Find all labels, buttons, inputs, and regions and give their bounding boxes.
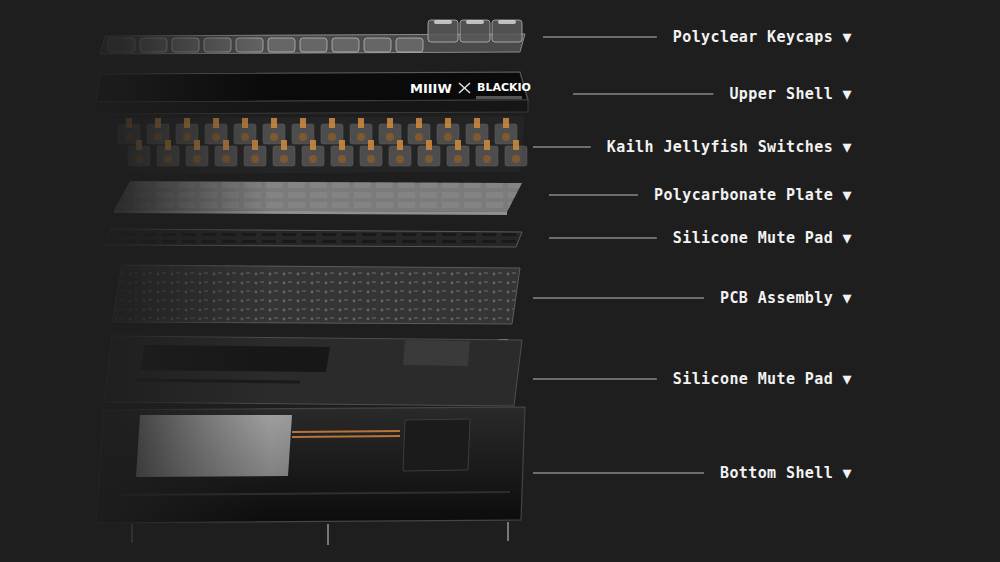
keycap bbox=[268, 38, 295, 52]
switch-spring bbox=[367, 155, 375, 163]
keycap-highlight bbox=[498, 20, 516, 24]
part-label: Silicone Mute Pad ▼ bbox=[673, 370, 852, 388]
leader-line bbox=[533, 147, 591, 148]
shell-mount bbox=[403, 419, 470, 471]
part-label: Silicone Mute Pad ▼ bbox=[673, 229, 852, 247]
switch-stem bbox=[474, 118, 480, 128]
part-label: Bottom Shell ▼ bbox=[720, 464, 852, 482]
switch-stem bbox=[484, 140, 490, 150]
switch-stem bbox=[329, 118, 335, 128]
switch-stem bbox=[426, 140, 432, 150]
switch-stem bbox=[300, 118, 306, 128]
keycap bbox=[492, 20, 522, 42]
part-label: Upper Shell ▼ bbox=[729, 85, 852, 103]
switch-spring bbox=[473, 133, 481, 141]
switch-spring bbox=[512, 155, 520, 163]
logo-underline bbox=[476, 96, 522, 99]
switch-stem bbox=[271, 118, 277, 128]
keycap bbox=[460, 20, 490, 42]
battery-wire bbox=[292, 436, 400, 437]
switch-stem bbox=[455, 140, 461, 150]
logo-cross bbox=[459, 83, 470, 93]
switch-spring bbox=[415, 133, 423, 141]
switch-stem bbox=[368, 140, 374, 150]
keycap bbox=[364, 38, 391, 52]
switch-spring bbox=[454, 155, 462, 163]
keycap bbox=[428, 20, 458, 42]
part-label: Kailh Jellyfish Switches ▼ bbox=[607, 138, 852, 156]
switch-spring bbox=[338, 155, 346, 163]
brand-logo: BLACKIO bbox=[477, 82, 531, 93]
part-label: Polycarbonate Plate ▼ bbox=[654, 186, 852, 204]
switch-spring bbox=[483, 155, 491, 163]
leader-line bbox=[549, 238, 657, 239]
switch-stem bbox=[513, 140, 519, 150]
left-fade bbox=[0, 0, 270, 562]
keycap-highlight bbox=[434, 20, 452, 24]
switch-spring bbox=[502, 133, 510, 141]
switch-spring bbox=[357, 133, 365, 141]
switch-spring bbox=[328, 133, 336, 141]
switch-stem bbox=[358, 118, 364, 128]
switch-spring bbox=[386, 133, 394, 141]
leader-line bbox=[573, 94, 713, 95]
switch-stem bbox=[339, 140, 345, 150]
logo-cross bbox=[459, 83, 470, 93]
switch-stem bbox=[416, 118, 422, 128]
switch-stem bbox=[310, 140, 316, 150]
part-label: Polyclear Keycaps ▼ bbox=[673, 28, 852, 46]
switch-spring bbox=[299, 133, 307, 141]
keycap bbox=[396, 38, 423, 52]
switch-stem bbox=[397, 140, 403, 150]
battery-wire bbox=[292, 431, 400, 432]
keycap-highlight bbox=[466, 20, 484, 24]
leader-line bbox=[549, 195, 638, 196]
leader-line bbox=[533, 379, 657, 380]
switch-spring bbox=[396, 155, 404, 163]
switch-spring bbox=[425, 155, 433, 163]
screw bbox=[327, 524, 329, 545]
switch-spring bbox=[309, 155, 317, 163]
switch-spring bbox=[280, 155, 288, 163]
brand-logo: MIIIW bbox=[410, 82, 452, 95]
pad-cutout bbox=[403, 340, 470, 366]
part-label: PCB Assembly ▼ bbox=[720, 289, 852, 307]
leader-line bbox=[543, 37, 657, 38]
switch-stem bbox=[503, 118, 509, 128]
switch-stem bbox=[445, 118, 451, 128]
switch-stem bbox=[281, 140, 287, 150]
leader-line bbox=[533, 298, 704, 299]
keycap bbox=[300, 38, 327, 52]
switch-stem bbox=[387, 118, 393, 128]
leader-line bbox=[533, 473, 704, 474]
switch-spring bbox=[444, 133, 452, 141]
switch-spring bbox=[270, 133, 278, 141]
screw bbox=[507, 522, 509, 541]
keycap bbox=[332, 38, 359, 52]
